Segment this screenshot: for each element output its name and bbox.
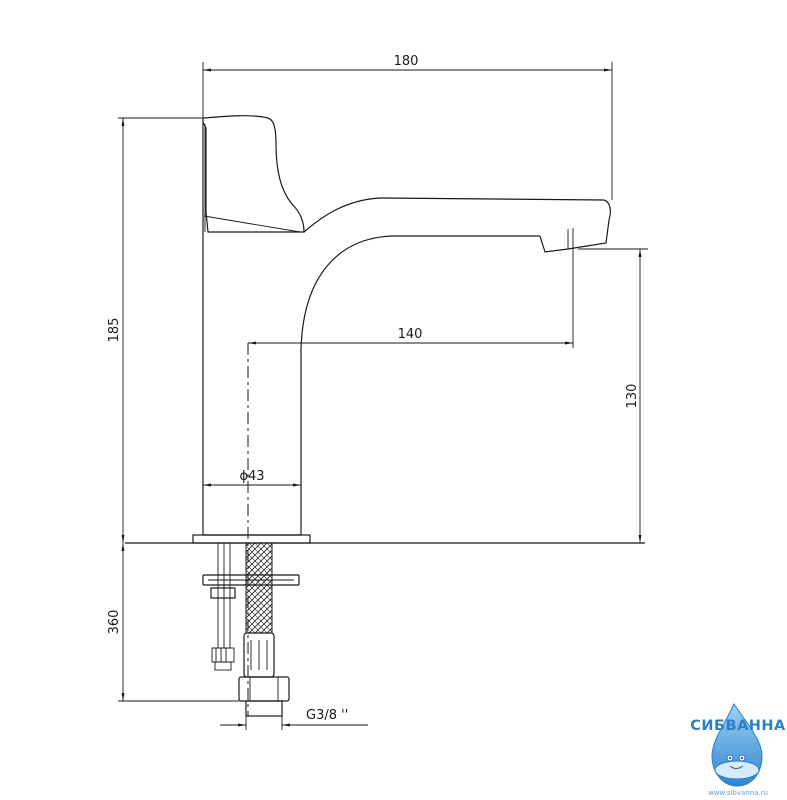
dim-thread: G3/8 '' [220, 708, 368, 730]
dim-overall-width: 180 [202, 54, 613, 200]
brand-url: www.sibvanna.ru [708, 789, 768, 797]
dim-label-360: 360 [107, 610, 122, 635]
dim-label-thread: G3/8 '' [306, 708, 348, 723]
dim-spout-reach: 140 [248, 228, 574, 348]
dim-label-diameter: ϕ43 [239, 469, 264, 484]
dim-overall-height: 185 [107, 117, 203, 543]
dim-label-185: 185 [107, 318, 122, 343]
mounting-base [125, 534, 645, 717]
dim-spout-height: 130 [578, 248, 648, 543]
dim-hose-length: 360 [107, 543, 239, 702]
brand-name: СИБВАННА [690, 718, 786, 734]
dim-label-140: 140 [398, 327, 423, 342]
dim-body-diameter: ϕ43 [203, 469, 301, 487]
dim-label-180: 180 [394, 54, 419, 69]
dim-label-130: 130 [625, 384, 640, 409]
faucet-body [202, 115, 611, 536]
brand-logo: СИБВАННА www.sibvanna.ru [690, 702, 786, 797]
